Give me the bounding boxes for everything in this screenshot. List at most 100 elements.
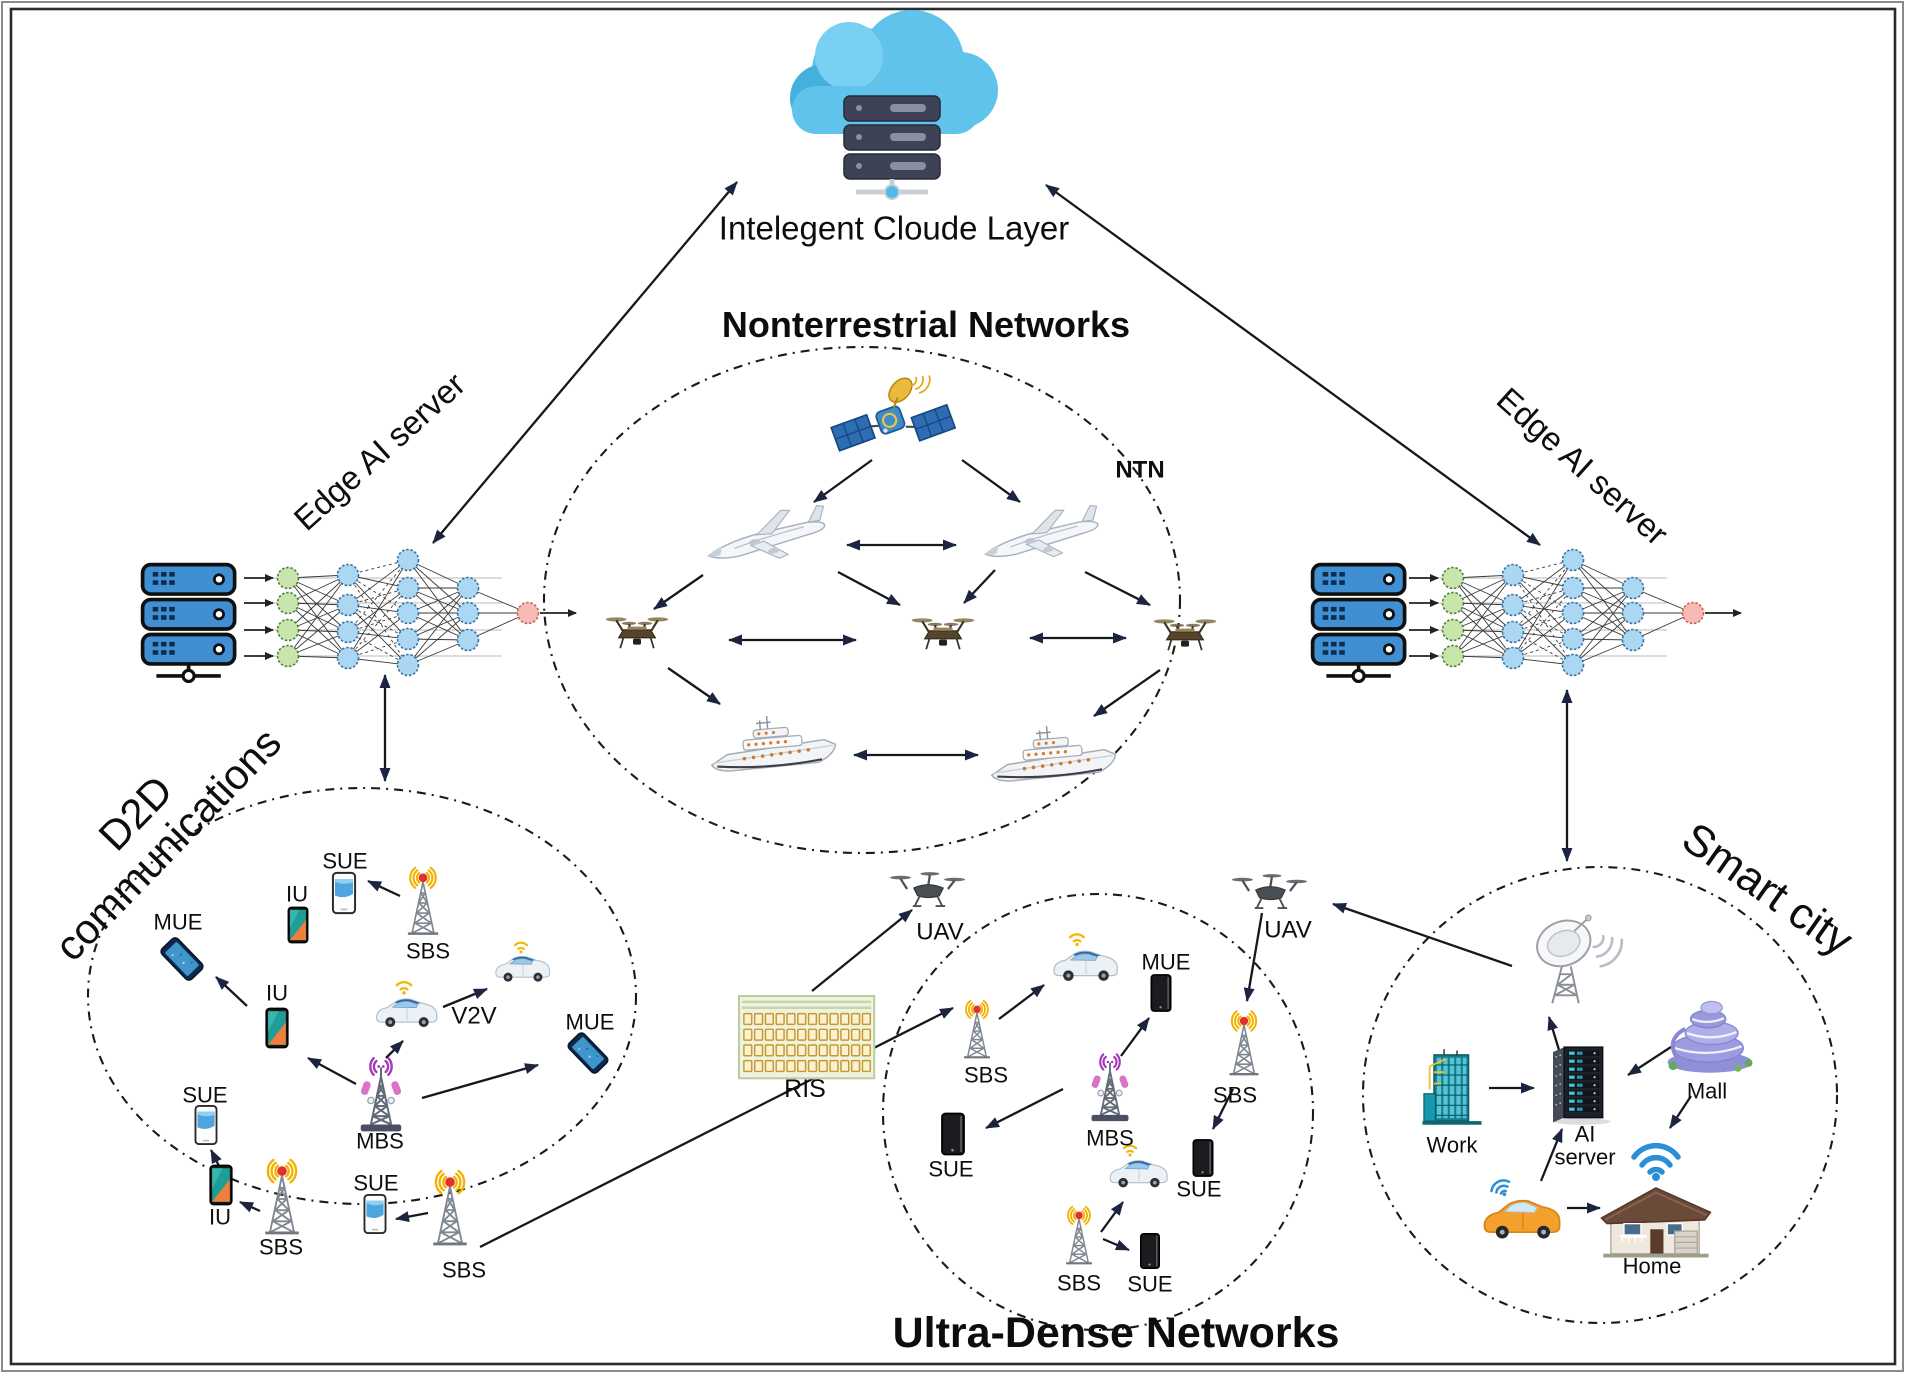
arrow-plane1-drone1 [653, 574, 704, 610]
arrow-mall-wifi [1669, 1095, 1692, 1129]
uav-drone-icon [1230, 872, 1309, 910]
car-icon [1053, 950, 1118, 982]
udn-boundary [881, 892, 1315, 1332]
neural-network-left [244, 548, 577, 677]
icons-layer [140, 10, 1755, 1269]
sbs-label: SBS [405, 938, 451, 964]
arrow-mbs-iu [307, 1056, 357, 1086]
airplane-icon [978, 500, 1106, 572]
mbs-label: MBS [1086, 1125, 1134, 1151]
arrow-drone3-ship2 [1093, 669, 1161, 717]
car-icon [375, 998, 438, 1028]
sue-label: SUE [1127, 1271, 1173, 1297]
wifi-icon [1487, 1176, 1516, 1202]
arrow-sbs-sue [367, 879, 401, 898]
sbs-tower-icon [1228, 1010, 1260, 1076]
sbs-label: SBS [1212, 1082, 1258, 1108]
arrow-sbs-car-bottom [1100, 1201, 1124, 1233]
home-icon [1600, 1187, 1712, 1259]
sue-phone-icon [194, 1104, 218, 1146]
satellite-dish-icon [1528, 911, 1624, 1005]
ai-server-label-line1: AI [1574, 1121, 1596, 1147]
sbs-label: SBS [258, 1234, 304, 1260]
satellite-icon [821, 362, 957, 469]
arrow-sbs-sue-right [1211, 1088, 1235, 1130]
arrow-plane2-drone2 [963, 569, 996, 604]
v2v-label: V2V [451, 1002, 497, 1030]
arrow-drone1-ship1 [667, 667, 721, 705]
edge-server-stack-right-icon [1310, 562, 1407, 684]
iu-phone-icon [209, 1164, 233, 1206]
arrow-mbs-mue-udn [1120, 1017, 1150, 1057]
arrow-sbs-sue2 [395, 1211, 429, 1223]
wifi-icon [513, 941, 529, 955]
arrow-uav2-sbs [1243, 912, 1264, 1002]
arrow-plane2-drone3 [1084, 570, 1151, 607]
drone-icon [1152, 618, 1218, 652]
sbs-tower-icon [406, 866, 440, 935]
neural-network-right [1409, 548, 1742, 677]
sbs-tower-icon [431, 1169, 469, 1246]
drone-icon [604, 616, 670, 650]
udn-title: Ultra-Dense Networks [892, 1309, 1340, 1358]
cloud-server-icon [790, 10, 998, 199]
arrows-layer [209, 181, 1692, 1252]
wifi-icon [1069, 933, 1085, 948]
arrow-mbs-car [385, 1040, 404, 1059]
arrow-sbs-iu [239, 1200, 261, 1213]
work-label: Work [1426, 1132, 1478, 1158]
arrow-aiserver-dish [1547, 1016, 1561, 1051]
ris-panel-icon [737, 994, 876, 1080]
mue-phone-icon [565, 1030, 611, 1076]
mbs-tower-icon [1089, 1053, 1131, 1123]
mall-label: Mall [1686, 1078, 1728, 1104]
ai-server-rack-icon [1552, 1046, 1612, 1126]
sue-phone-icon [363, 1193, 387, 1235]
sue-label: SUE [928, 1156, 974, 1182]
mue-label: MUE [565, 1009, 615, 1035]
arrow-sbs-car [998, 984, 1045, 1020]
sue-label: SUE [1176, 1176, 1222, 1202]
smart-city-boundary [1361, 865, 1839, 1325]
sue-phone-icon [1192, 1139, 1214, 1177]
iu-phone-icon [265, 1007, 289, 1049]
ntn-boundary [542, 345, 1182, 855]
ship-icon [986, 719, 1119, 784]
arrow-ris-uav1 [811, 909, 913, 992]
work-building-icon [1421, 1048, 1483, 1126]
wifi-icon [395, 980, 413, 996]
arrow-v2v [442, 987, 488, 1009]
sue-label: SUE [322, 848, 368, 874]
sbs-tower-icon [962, 999, 992, 1059]
edge-server-stack-left-icon [140, 562, 237, 684]
arrow-sbs-sue-bottom [1102, 1237, 1130, 1252]
ris-label: RIS [784, 1074, 826, 1103]
arrow-d2d-sbs-udn-sbs [479, 1006, 954, 1249]
sue-phone-icon [1139, 1232, 1160, 1269]
car-icon [495, 955, 551, 983]
ship-icon [706, 709, 839, 774]
iu-phone-icon [287, 906, 309, 944]
sbs-label: SBS [963, 1062, 1009, 1088]
smart-car-icon [1483, 1199, 1561, 1240]
arrow-cloud-edge-right [1045, 184, 1541, 546]
iu-label: IU [286, 881, 308, 907]
mue-phone-icon [158, 935, 206, 983]
home-label: Home [1622, 1253, 1682, 1279]
figure-border [9, 7, 1897, 1366]
mbs-tower-icon [358, 1057, 404, 1133]
sbs-label: SBS [441, 1257, 487, 1283]
sbs-label: SBS [1056, 1270, 1102, 1296]
mue-label: MUE [153, 909, 203, 935]
sue-label: SUE [182, 1082, 228, 1108]
iu-label: IU [209, 1204, 231, 1230]
wifi-icon [1634, 1146, 1678, 1181]
arrow-plane1-drone2 [837, 570, 901, 607]
arrow-car-aiserver [1539, 1128, 1564, 1182]
arrow-iu-mue [215, 976, 248, 1007]
sbs-tower-icon [263, 1158, 301, 1235]
arrow-mbs-mue [421, 1063, 539, 1100]
